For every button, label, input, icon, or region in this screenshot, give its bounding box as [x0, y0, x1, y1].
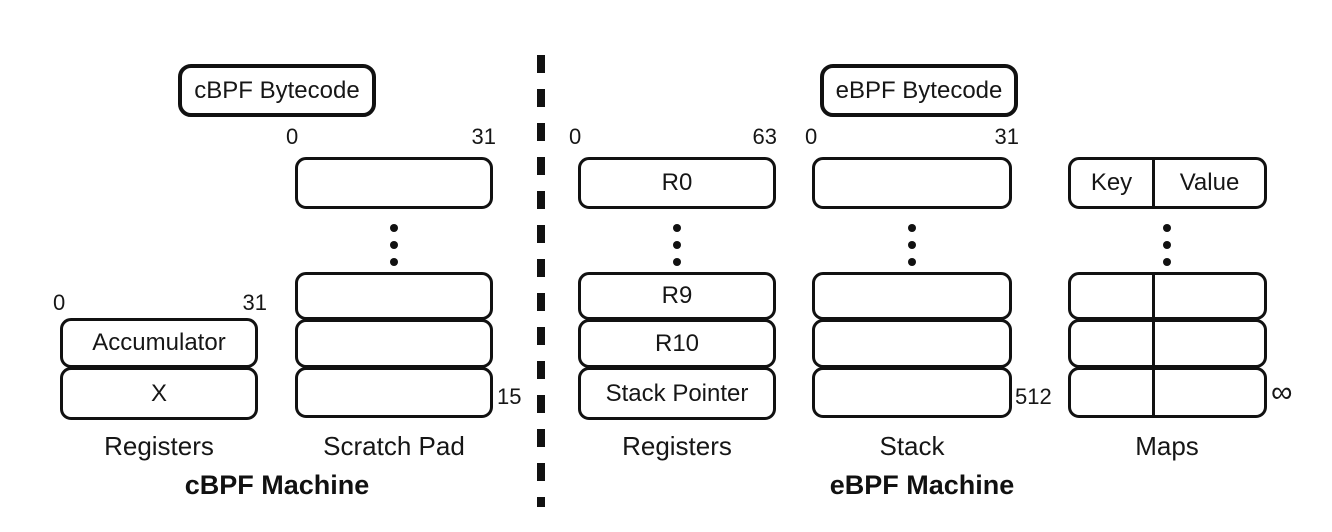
maps-row	[1068, 319, 1267, 368]
section-divider-dashed-line	[537, 55, 545, 507]
maps-row-last	[1068, 367, 1267, 418]
scratch-pad-last-index: 15	[497, 384, 522, 409]
dot-icon	[390, 224, 398, 232]
stack-slot	[812, 272, 1012, 320]
scratch-pad-caption: Scratch Pad	[323, 431, 465, 461]
maps-row	[1068, 272, 1267, 320]
dot-icon	[908, 224, 916, 232]
r9-label: R9	[661, 282, 693, 309]
ebpf-bytecode-box: eBPF Bytecode	[820, 64, 1018, 117]
scratch-pad-bit-end: 31	[471, 124, 496, 149]
stack-slot-last	[812, 367, 1012, 418]
dot-icon	[908, 258, 916, 266]
dot-icon	[1163, 241, 1171, 249]
cbpf-machine-title: cBPF Machine	[184, 470, 370, 500]
ebpf-bytecode-label: eBPF Bytecode	[835, 76, 1003, 104]
dot-icon	[673, 241, 681, 249]
ebpf-registers-bit-start: 0	[569, 124, 582, 149]
cbpf-bytecode-box: cBPF Bytecode	[178, 64, 376, 117]
ebpf-register-r10: R10	[578, 319, 776, 368]
dot-icon	[1163, 258, 1171, 266]
maps-key-cell	[1071, 275, 1155, 317]
cbpf-registers-bit-end: 31	[242, 290, 267, 315]
dot-icon	[908, 241, 916, 249]
dot-icon	[673, 258, 681, 266]
scratch-pad-slot	[295, 319, 493, 368]
stack-ellipsis-icon	[908, 224, 916, 266]
dot-icon	[390, 241, 398, 249]
ebpf-register-r0: R0	[578, 157, 776, 209]
maps-value-cell	[1155, 322, 1264, 365]
ebpf-register-r9: R9	[578, 272, 776, 320]
scratch-pad-bit-start: 0	[286, 124, 299, 149]
ebpf-register-stack-pointer: Stack Pointer	[578, 367, 776, 420]
stack-bit-end: 31	[994, 124, 1019, 149]
cbpf-registers-bit-range: 0 31	[53, 290, 267, 316]
maps-caption: Maps	[1135, 431, 1199, 461]
maps-ellipsis-icon	[1163, 224, 1171, 266]
scratch-pad-bit-range: 0 31	[286, 124, 496, 150]
ebpf-registers-ellipsis-icon	[673, 224, 681, 266]
maps-header-row: Key Value	[1068, 157, 1267, 209]
maps-value-header-label: Value	[1179, 169, 1240, 196]
dot-icon	[1163, 224, 1171, 232]
stack-caption: Stack	[879, 431, 945, 461]
dot-icon	[673, 224, 681, 232]
stack-slot-first	[812, 157, 1012, 209]
cbpf-bytecode-label: cBPF Bytecode	[194, 76, 360, 104]
maps-last-index-infinity: ∞	[1271, 376, 1293, 409]
cbpf-registers-bit-start: 0	[53, 290, 66, 315]
maps-value-cell	[1155, 275, 1264, 317]
stack-last-index: 512	[1015, 384, 1052, 409]
ebpf-registers-bit-end: 63	[752, 124, 777, 149]
x-register-label: X	[150, 379, 167, 407]
scratch-pad-slot-first	[295, 157, 493, 209]
scratch-pad-ellipsis-icon	[390, 224, 398, 266]
scratch-pad-slot	[295, 272, 493, 320]
dot-icon	[390, 258, 398, 266]
scratch-pad-slot-last	[295, 367, 493, 418]
r10-label: R10	[654, 329, 700, 357]
accumulator-label: Accumulator	[92, 329, 226, 356]
maps-key-header-cell: Key	[1071, 160, 1155, 206]
maps-key-header-label: Key	[1090, 169, 1133, 196]
cbpf-register-accumulator: Accumulator	[60, 318, 258, 368]
maps-value-cell	[1155, 370, 1264, 415]
ebpf-registers-caption: Registers	[622, 431, 732, 461]
stack-bit-range: 0 31	[805, 124, 1019, 150]
stack-pointer-label: Stack Pointer	[605, 379, 749, 407]
maps-key-cell	[1071, 370, 1155, 415]
ebpf-machine-title: eBPF Machine	[829, 470, 1015, 500]
maps-value-header-cell: Value	[1155, 160, 1264, 206]
stack-bit-start: 0	[805, 124, 818, 149]
r0-label: R0	[661, 169, 693, 196]
maps-key-cell	[1071, 322, 1155, 365]
stack-slot	[812, 319, 1012, 368]
ebpf-registers-bit-range: 0 63	[569, 124, 777, 150]
cbpf-registers-caption: Registers	[104, 431, 214, 461]
cbpf-register-x: X	[60, 367, 258, 420]
